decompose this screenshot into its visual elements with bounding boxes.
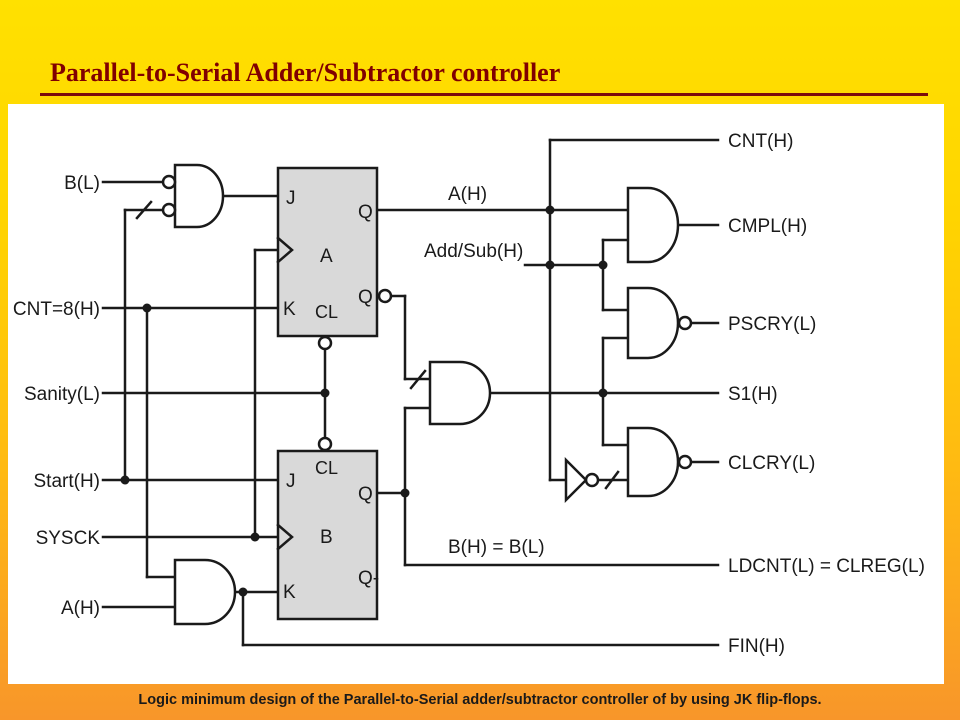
logic-diagram: B(L) CNT=8(H) Sanity(L) Start(H) SYSCK A…	[13, 131, 925, 657]
ffb-q-label: Q	[358, 484, 373, 505]
caption: Logic minimum design of the Parallel-to-…	[138, 692, 822, 708]
ffb-j-label: J	[286, 471, 296, 492]
flipflop-a	[276, 166, 393, 351]
diagram-panel: B(L) CNT=8(H) Sanity(L) Start(H) SYSCK A…	[8, 104, 944, 684]
output-label-cnt: CNT(H)	[728, 131, 793, 152]
output-label-s1: S1(H)	[728, 384, 778, 405]
output-label-fin: FIN(H)	[728, 636, 785, 657]
ffa-j-label: J	[286, 188, 296, 209]
input-label-cnt8: CNT=8(H)	[13, 299, 100, 320]
output-label-cmpl: CMPL(H)	[728, 216, 807, 237]
input-and-gate-1	[161, 163, 225, 229]
slash-marks	[135, 200, 620, 490]
wires	[101, 138, 720, 647]
net-label-add-sub: Add/Sub(H)	[424, 241, 523, 262]
net-label-a: A(H)	[448, 184, 487, 205]
and-gate-cmpl	[626, 186, 680, 264]
input-label-sysck: SYSCK	[36, 528, 101, 549]
and-gate-s1	[428, 360, 492, 426]
title-rule	[40, 93, 928, 96]
output-label-pscry: PSCRY(L)	[728, 314, 816, 335]
ffa-q-label: Q	[358, 202, 373, 223]
net-label-b-eq: B(H) = B(L)	[448, 537, 545, 558]
and-gate-fin	[173, 558, 237, 626]
nand-gate-clcry	[626, 426, 693, 498]
ffa-name: A	[320, 246, 333, 267]
input-label-a: A(H)	[61, 598, 100, 619]
ffb-cl-label: CL	[315, 458, 338, 478]
ffb-name: B	[320, 527, 333, 548]
ffa-cl-label: CL	[315, 302, 338, 322]
flipflop-b	[276, 436, 379, 621]
ffa-k-label: K	[283, 299, 296, 320]
ffa-qbar-label: Q	[358, 287, 373, 308]
ffb-qbar-label: Q-	[358, 568, 379, 589]
output-label-ldcnt: LDCNT(L) = CLREG(L)	[728, 556, 925, 577]
inverter	[564, 456, 600, 504]
output-label-clcry: CLCRY(L)	[728, 453, 815, 474]
ffb-k-label: K	[283, 582, 296, 603]
nand-gate-pscry	[626, 286, 693, 360]
input-label-b: B(L)	[64, 173, 100, 194]
input-label-sanity: Sanity(L)	[24, 384, 100, 405]
junction-dots	[120, 205, 608, 597]
slide-title: Parallel-to-Serial Adder/Subtractor cont…	[50, 58, 561, 87]
input-label-start: Start(H)	[34, 471, 101, 492]
